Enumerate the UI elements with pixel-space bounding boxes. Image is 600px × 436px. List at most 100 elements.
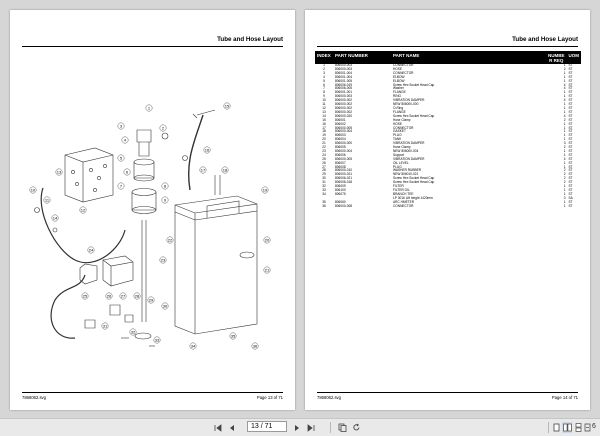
row-index: 17: [322, 125, 326, 130]
row-part-name: ELBOW: [393, 74, 405, 79]
col-index: INDEX: [315, 51, 333, 64]
last-page-icon[interactable]: [306, 422, 316, 433]
callout-label: 33: [155, 337, 160, 342]
callout-label: 28: [135, 293, 140, 298]
callout-label: 21: [265, 267, 270, 272]
row-part-name: LP 3016 Lift height 1420mm: [393, 195, 433, 200]
row-uom: ST: [568, 94, 573, 99]
zoom-level[interactable]: 6: [592, 423, 596, 430]
callout-9: [161, 196, 169, 204]
row-part-number: 806000-002: [335, 98, 353, 103]
callout-label: 26: [107, 293, 112, 298]
row-index: 6: [323, 82, 325, 87]
row-uom: ST: [568, 105, 573, 110]
row-part-number: 806007: [335, 160, 346, 165]
row-index: 8: [323, 90, 325, 95]
row-qty: 1: [563, 125, 566, 130]
row-part-name: PLUG: [393, 164, 402, 169]
row-uom: ST: [568, 160, 573, 165]
row-part-name: Screw Hex Socket Head Cap: [393, 180, 435, 185]
prev-page-icon[interactable]: [227, 422, 237, 433]
callout-30: [161, 302, 169, 310]
callout-6: [123, 168, 131, 176]
row-uom: ST: [568, 98, 573, 103]
callout-13: [55, 168, 63, 176]
copy-icon[interactable]: [337, 422, 347, 433]
row-part-name: TANK: [393, 137, 402, 142]
callout-32: [129, 328, 137, 336]
row-part-number: 806005: [335, 145, 346, 150]
row-part-number: 806001: [335, 117, 346, 122]
row-qty: 1: [563, 184, 566, 189]
row-uom: SA: [568, 195, 573, 200]
callout-22: [166, 236, 174, 244]
fit-icon[interactable]: [583, 422, 591, 433]
row-index: 9: [323, 94, 325, 99]
callout-label: 12: [81, 207, 86, 212]
row-qty: 1: [563, 74, 566, 79]
two-page-icon[interactable]: [562, 422, 572, 433]
callout-21: [263, 266, 271, 274]
row-part-number: 806006-018: [335, 180, 353, 185]
row-part-name: CONNECTOR: [393, 63, 414, 67]
callout-label: 3: [120, 123, 123, 128]
callout-label: 35: [231, 333, 236, 338]
first-page-icon[interactable]: [213, 422, 223, 433]
row-qty: 1: [563, 152, 566, 157]
callout-label: 14: [53, 215, 58, 220]
callout-1: [145, 104, 153, 112]
row-part-name: HOSE: [393, 66, 403, 71]
left-page: Tube and Hose Layout: [10, 10, 295, 410]
row-uom: ST: [568, 102, 573, 107]
callout-23: [159, 256, 167, 264]
callout-label: 24: [89, 247, 94, 252]
page-number-value: 13 / 71: [251, 423, 273, 430]
callout-label: 15: [225, 103, 230, 108]
right-footer-page: Page 14 of 71: [551, 395, 578, 400]
row-index: 25: [322, 156, 326, 161]
row-part-number: 806003: [335, 133, 346, 138]
left-footer-doc: 7868062.svg: [22, 395, 46, 400]
scroll-icon[interactable]: [574, 422, 582, 433]
row-part-number: 806006-019: [335, 82, 353, 87]
row-part-number: 806000-010: [335, 168, 353, 173]
callout-label: 11: [45, 197, 50, 202]
row-uom: ST: [568, 184, 573, 189]
page-number-input[interactable]: 13 / 71: [247, 421, 287, 432]
col-part-name: PART NAME: [391, 51, 546, 64]
row-qty: 1: [563, 160, 566, 165]
callout-34: [189, 342, 197, 350]
row-part-name: PLUG: [393, 133, 402, 138]
row-index: 2: [323, 66, 325, 71]
row-qty: 1: [563, 121, 566, 126]
callout-label: 25: [83, 293, 88, 298]
col-qty: NUMBE R REQ: [546, 51, 567, 64]
right-footer-doc: 7868062.svg: [317, 395, 341, 400]
single-page-icon[interactable]: [552, 422, 560, 433]
callout-36: [251, 342, 259, 350]
callout-label: 23: [161, 257, 166, 262]
row-qty: 4: [563, 86, 566, 91]
rotate-icon[interactable]: [351, 422, 361, 433]
row-qty: 4: [563, 156, 566, 161]
row-qty: 4: [563, 113, 566, 118]
row-uom: ST: [568, 203, 573, 208]
row-uom: ST: [568, 164, 573, 169]
next-page-icon[interactable]: [292, 422, 302, 433]
row-uom: ST: [568, 145, 573, 150]
row-index: 30: [322, 176, 326, 181]
col-part-number: PART NUMBER: [333, 51, 391, 64]
